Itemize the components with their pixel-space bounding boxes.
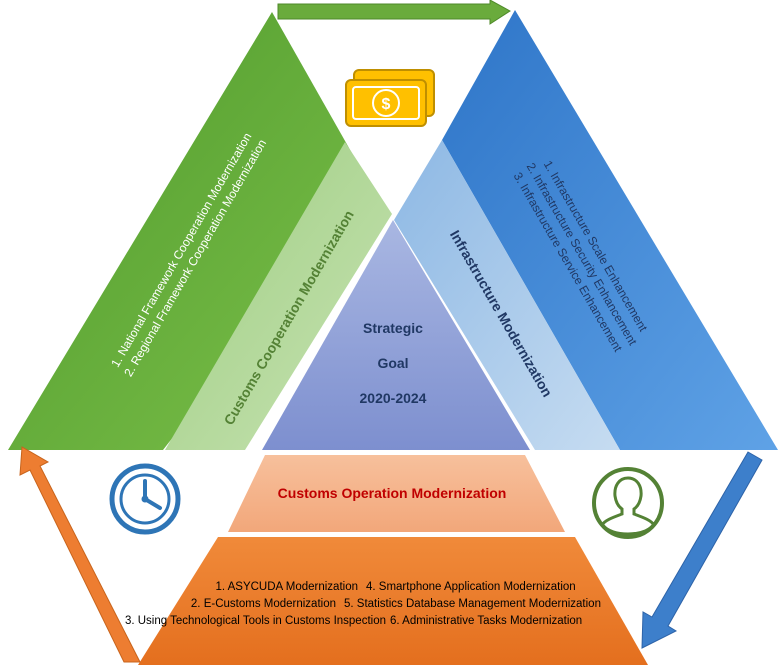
clock-icon	[109, 463, 181, 535]
customs-operation-band	[228, 455, 565, 532]
center-line-2: Goal	[377, 355, 408, 371]
center-line-1: Strategic	[363, 320, 423, 336]
top-arrow	[277, 0, 511, 25]
operation-item-3: 3. Using Technological Tools in Customs …	[125, 615, 386, 627]
customs-operation-outer-panel	[138, 537, 648, 665]
center-triangle	[262, 220, 530, 450]
operation-item-2: 2. E-Customs Modernization	[191, 598, 336, 610]
operation-item-6: 6. Administrative Tasks Modernization	[390, 615, 582, 627]
operation-item-1: 1. ASYCUDA Modernization	[215, 581, 358, 593]
operation-item-4: 4. Smartphone Application Modernization	[366, 581, 576, 593]
center-line-3: 2020-2024	[360, 390, 427, 406]
right-arrow	[641, 451, 763, 649]
money-icon: $	[345, 69, 435, 127]
customs-cooperation-band	[165, 142, 392, 450]
left-arrow	[19, 446, 141, 663]
customs-cooperation-outer-panel	[8, 12, 370, 450]
infrastructure-outer-panel	[442, 10, 778, 450]
customs-operation-title: Customs Operation Modernization	[278, 485, 507, 501]
svg-text:$: $	[382, 96, 391, 113]
operation-item-5: 5. Statistics Database Management Modern…	[344, 598, 601, 610]
infrastructure-band	[394, 140, 620, 450]
user-icon	[592, 467, 664, 539]
